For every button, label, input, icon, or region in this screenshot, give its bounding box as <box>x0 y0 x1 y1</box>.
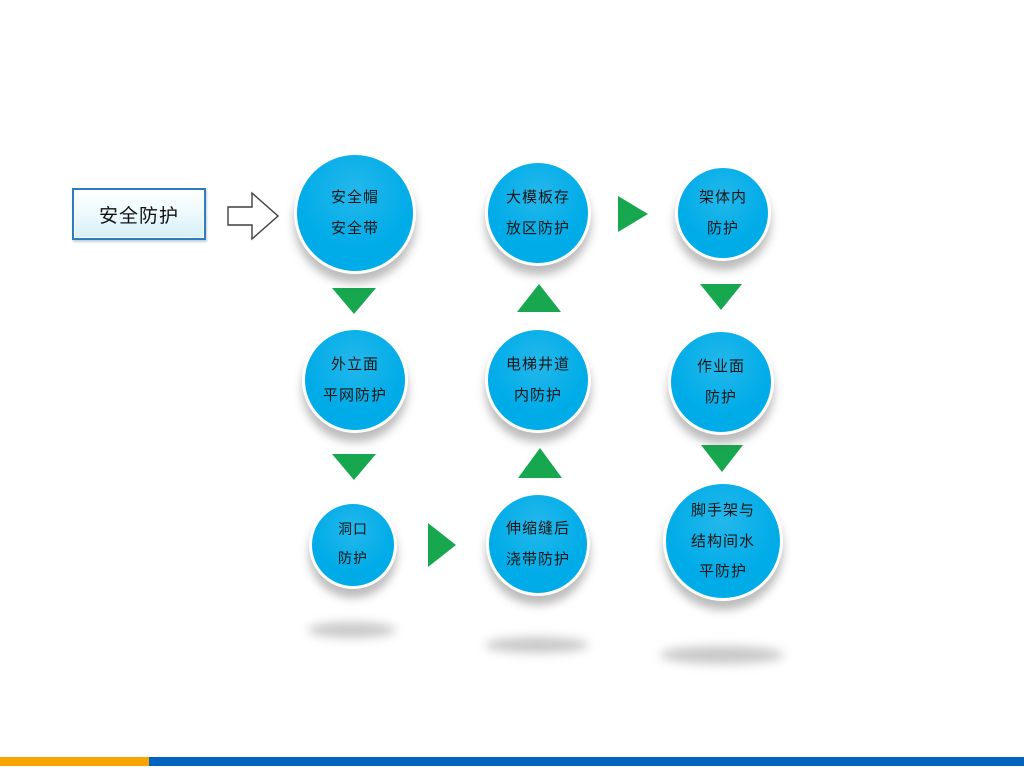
flow-node-label: 防护 <box>704 388 737 406</box>
flow-node-label: 防护 <box>706 219 739 237</box>
floor-shadow <box>660 646 784 664</box>
flow-node-label: 内防护 <box>513 386 562 404</box>
title-box-label: 安全防护 <box>98 204 179 227</box>
flow-arrow-down-icon <box>700 284 742 310</box>
flow-node: 伸缩缝后浇带防护 <box>486 492 590 596</box>
flow-arrow-down-icon <box>332 288 376 314</box>
flow-node-label: 洞口 <box>338 522 368 539</box>
flow-node-label: 防护 <box>338 551 368 567</box>
footer-accent-blue <box>149 757 1024 766</box>
flow-node-label: 作业面 <box>696 357 745 376</box>
flow-node-label: 大模板存 <box>505 188 570 207</box>
flow-node: 架体内防护 <box>675 165 771 261</box>
flow-node-label: 结构间水 <box>690 531 755 550</box>
flow-arrow-up-icon <box>518 448 562 478</box>
flow-node-label: 安全帽 <box>330 188 379 207</box>
footer-bar <box>0 757 1024 766</box>
flow-node-label: 浇带防护 <box>505 550 570 568</box>
flow-node: 大模板存放区防护 <box>485 160 591 266</box>
flow-node-label: 平网防护 <box>322 386 387 404</box>
flow-arrow-up-icon <box>517 284 561 312</box>
flow-node-label: 安全带 <box>330 219 379 237</box>
flow-arrow-down-icon <box>701 445 743 472</box>
flow-arrow-down-icon <box>332 454 376 480</box>
flow-node-label: 外立面 <box>330 355 379 374</box>
flow-arrow-right-icon <box>428 523 456 567</box>
floor-shadow <box>308 622 396 638</box>
flow-node: 电梯井道内防护 <box>485 327 591 433</box>
flow-node-label: 架体内 <box>698 188 747 207</box>
flow-node-label: 平防护 <box>698 562 747 581</box>
flow-node: 洞口防护 <box>309 501 397 589</box>
title-box: 安全防护 <box>72 188 206 240</box>
flow-node: 脚手架与结构间水平防护 <box>663 481 783 601</box>
flow-node-label: 脚手架与 <box>690 500 755 519</box>
flow-node: 作业面防护 <box>668 329 774 435</box>
flow-arrow-right-icon <box>618 196 648 232</box>
flow-node-label: 伸缩缝后 <box>505 519 570 538</box>
flow-node: 外立面平网防护 <box>302 327 408 433</box>
footer-accent-orange <box>0 757 149 766</box>
floor-shadow <box>485 637 589 653</box>
flow-node: 安全帽安全带 <box>294 152 416 274</box>
block-arrow-right-icon <box>227 191 280 241</box>
flow-node-label: 电梯井道 <box>505 355 570 374</box>
flow-node-label: 放区防护 <box>505 219 570 237</box>
